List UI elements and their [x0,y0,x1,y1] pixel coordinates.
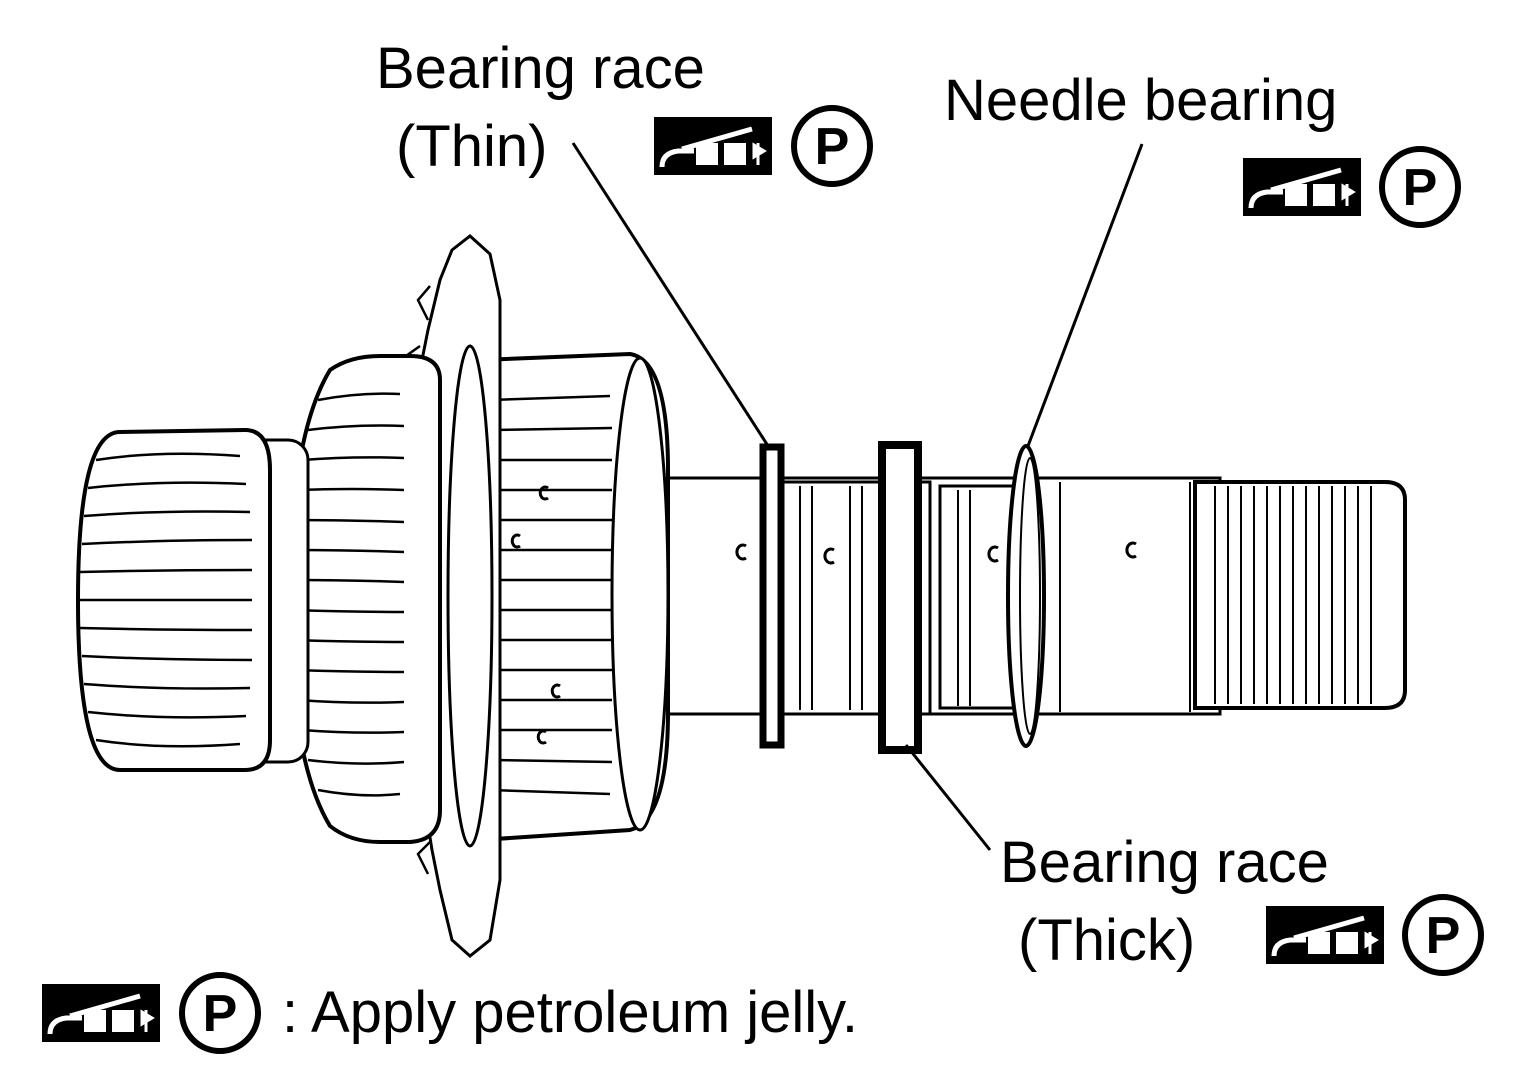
p-letter: P [203,985,238,1043]
label-thick: (Thick) [1018,908,1196,973]
grease-gun-icon [654,117,772,175]
label-needle-bearing: Needle bearing [944,68,1338,133]
symbol-legend: P [42,975,258,1051]
helical-gear-left-teeth [79,452,253,748]
grease-gun-icon [42,984,160,1042]
shaft-grooves [799,482,1191,712]
label-thin: (Thin) [396,114,548,179]
symbol-needle-bearing: P [1243,149,1458,225]
symbol-thin-race: P [654,108,870,184]
clutch-drum-rim [610,356,670,832]
needle-bearing-inner [1019,457,1041,735]
grease-gun-icon [1266,906,1384,964]
label-bearing-race-thick: Bearing race [1000,830,1329,895]
leader-thick-race [904,744,992,851]
shaft-shoulder [938,484,1022,710]
p-letter: P [1403,159,1438,217]
parking-gear-hub [446,344,494,848]
thick-bearing-race [878,441,922,754]
p-letter: P [815,118,850,176]
splined-shaft-end [1193,480,1407,710]
legend-text: : Apply petroleum jelly. [282,980,858,1045]
label-bearing-race-thin: Bearing race [376,36,705,101]
thin-bearing-race [759,443,785,749]
symbol-thick-race: P [1266,897,1481,973]
leader-thin-race [571,142,772,450]
clutch-drum-splines [489,394,613,796]
p-letter: P [1426,907,1461,965]
gear-assembly [75,234,1407,958]
shaft-end-splines [1214,486,1372,704]
leader-needle-bearing [1026,143,1144,447]
helical-gear-middle-teeth [293,392,405,797]
leader-lines [571,142,1144,851]
grease-gun-icon [1243,158,1361,216]
